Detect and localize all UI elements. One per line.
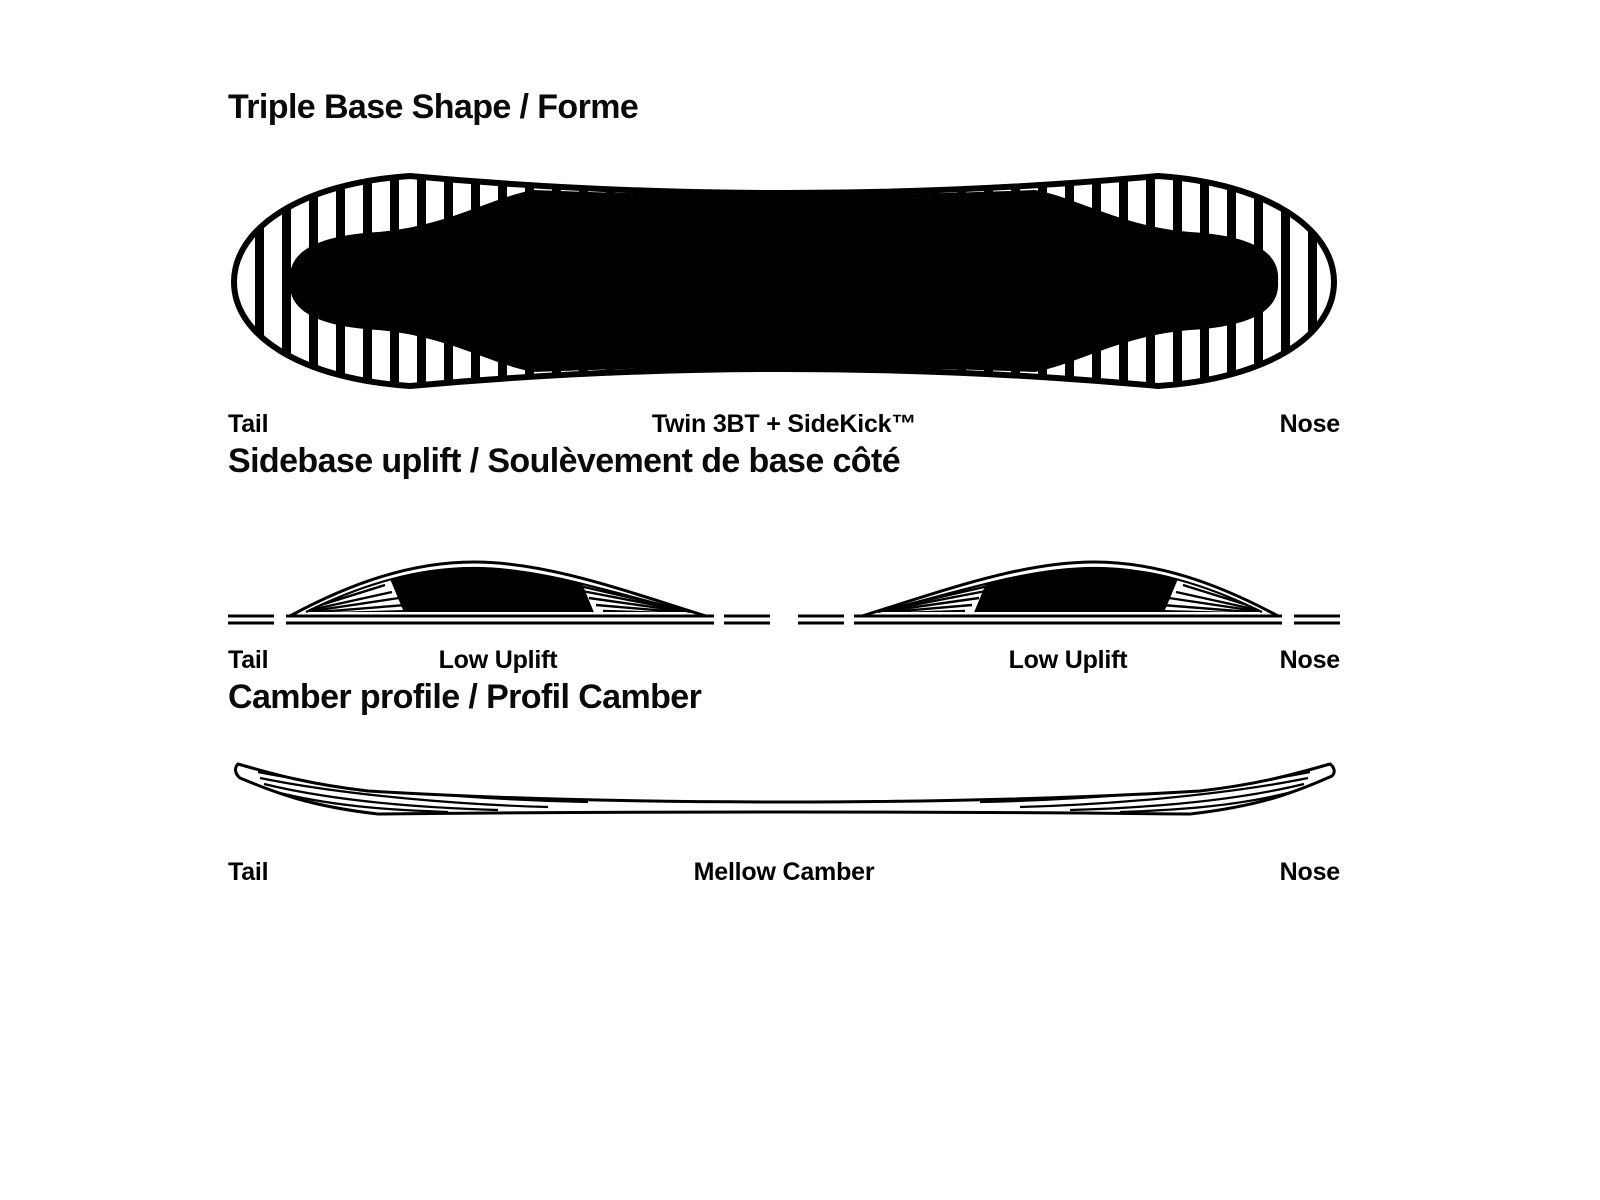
camber-labels: Tail Mellow Camber Nose (228, 858, 1340, 890)
snowboard-top-view-diagram (228, 166, 1340, 396)
section-base-shape: Triple Base Shape / Forme Tail Twin 3 (228, 88, 1340, 442)
base-shape-labels: Tail Twin 3BT + SideKick™ Nose (228, 410, 1340, 442)
nose-label: Nose (1279, 646, 1341, 674)
uplift-title: Sidebase uplift / Soulèvement de base cô… (228, 442, 901, 480)
uplift-labels: Tail Low Uplift Low Uplift Nose (228, 646, 1340, 678)
camber-profile-icon (234, 762, 1336, 816)
tail-label: Tail (228, 410, 269, 438)
tail-label: Tail (228, 858, 269, 886)
base-shape-title: Triple Base Shape / Forme (228, 88, 639, 126)
shape-name-label: Twin 3BT + SideKick™ (651, 410, 917, 438)
low-uplift-nose-label: Low Uplift (1008, 646, 1128, 674)
uplift-diagrams (228, 550, 1340, 634)
spec-sheet: Triple Base Shape / Forme Tail Twin 3 (228, 0, 1340, 890)
tail-label: Tail (228, 646, 269, 674)
camber-name-label: Mellow Camber (693, 858, 875, 886)
section-sidebase-uplift: Sidebase uplift / Soulèvement de base cô… (228, 442, 1340, 678)
camber-title: Camber profile / Profil Camber (228, 678, 702, 716)
low-uplift-tail-label: Low Uplift (438, 646, 558, 674)
section-camber: Camber profile / Profil Camber (228, 678, 1340, 890)
camber-profile-diagram (228, 750, 1340, 842)
nose-label: Nose (1279, 858, 1341, 886)
uplift-nose-icon (798, 560, 1340, 625)
nose-label: Nose (1279, 410, 1341, 438)
uplift-tail-diagram (228, 550, 770, 634)
uplift-nose-diagram (798, 550, 1340, 634)
uplift-tail-icon (228, 560, 770, 625)
snowboard-top-view-icon (230, 172, 1338, 390)
